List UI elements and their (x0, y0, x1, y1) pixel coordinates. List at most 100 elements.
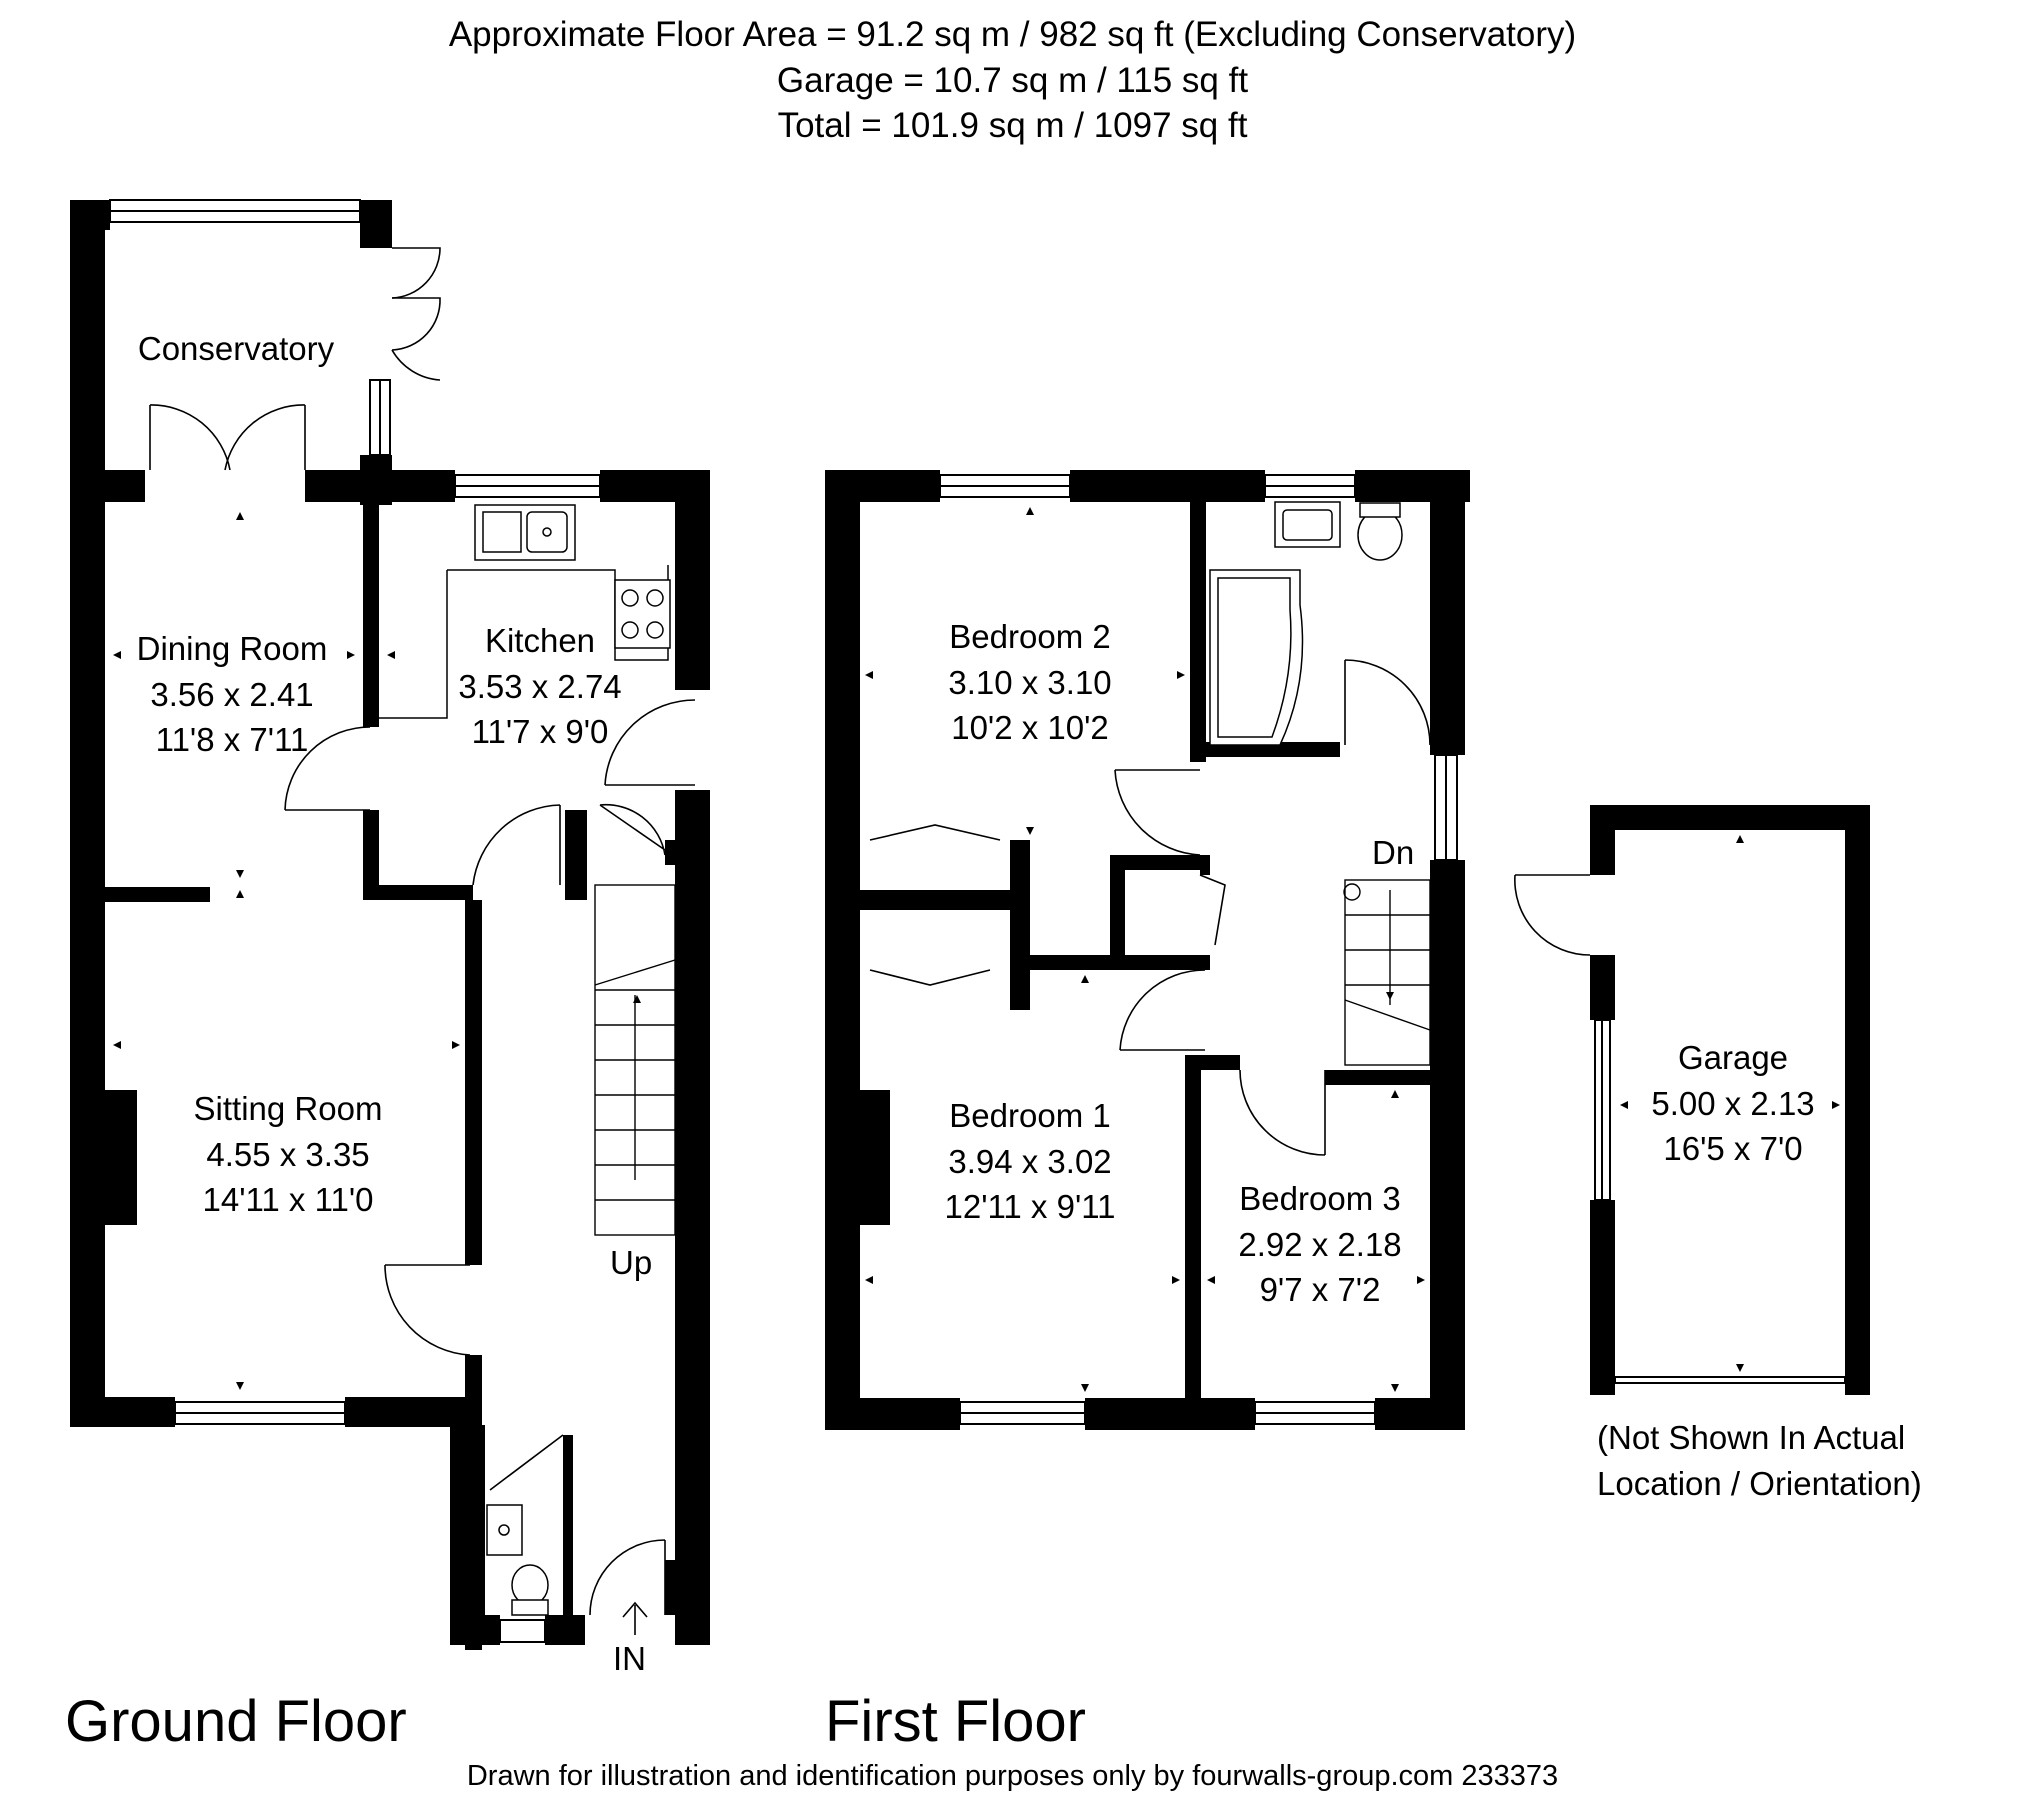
wall (360, 200, 392, 248)
door-swing (284, 726, 371, 811)
wall (70, 200, 105, 505)
door-swing (1239, 1069, 1326, 1156)
dim-marker (1620, 1101, 1628, 1109)
entrance-arrow (622, 1601, 648, 1635)
footer-credit: Drawn for illustration and identificatio… (466, 1760, 1559, 1792)
door-swing (1514, 874, 1591, 956)
wall (1030, 955, 1210, 970)
wc-toilet (511, 1564, 549, 1616)
wall (825, 470, 940, 502)
dim-marker (1081, 1384, 1089, 1392)
door-swing (391, 247, 441, 299)
wall (1325, 1070, 1440, 1085)
bedroom-3-metric: 2.92 x 2.18 (1238, 1226, 1402, 1263)
door-swing (149, 404, 231, 471)
wall (1110, 855, 1125, 955)
floor-area-line-1: Approximate Floor Area = 91.2 sq m / 982… (448, 15, 1577, 54)
window (499, 1619, 546, 1643)
door-swing (589, 1539, 666, 1616)
wall (1200, 1055, 1230, 1070)
bedroom-2-label: Bedroom 2 (949, 618, 1111, 655)
dim-marker (865, 1276, 873, 1284)
bedroom-2-metric: 3.10 x 3.10 (948, 664, 1112, 701)
wall (105, 470, 145, 502)
wall (1110, 855, 1210, 870)
dining-room-imperial: 11'8 x 7'11 (155, 721, 309, 758)
dim-marker (1177, 671, 1185, 679)
bedroom-1-imperial: 12'11 x 9'11 (944, 1188, 1116, 1225)
bedroom-3-label: Bedroom 3 (1239, 1180, 1401, 1217)
window (454, 474, 601, 498)
floor-area-line-2: Garage = 10.7 sq m / 115 sq ft (776, 61, 1249, 100)
dim-marker (1832, 1101, 1840, 1109)
wall (665, 840, 677, 865)
wall (825, 470, 860, 1430)
wall (1190, 502, 1206, 762)
garage-metric: 5.00 x 2.13 (1651, 1085, 1815, 1122)
dining-room-metric: 3.56 x 2.41 (150, 676, 314, 713)
door-swing (489, 1434, 564, 1491)
dim-marker (113, 1041, 121, 1049)
window (959, 1401, 1086, 1425)
wall (1430, 860, 1465, 1430)
floor-area-line-3: Total = 101.9 sq m / 1097 sq ft (777, 106, 1248, 145)
door-swing (391, 297, 441, 351)
wall (1070, 470, 1265, 502)
sitting-room-metric: 4.55 x 3.35 (206, 1136, 370, 1173)
wall (1590, 955, 1615, 1020)
door-swing (1114, 769, 1201, 856)
dim-marker (1207, 1276, 1215, 1284)
wall (1010, 840, 1030, 1010)
wall (563, 1435, 573, 1615)
bath (1209, 569, 1304, 746)
kitchen-sink (474, 504, 576, 561)
wall (825, 1398, 960, 1430)
wall (675, 790, 710, 1645)
dim-marker (865, 671, 873, 679)
kitchen-label: Kitchen (484, 622, 596, 659)
window (1254, 1401, 1376, 1425)
dim-marker (236, 890, 244, 898)
stairs-down-label: Dn (1372, 834, 1415, 871)
window (174, 1401, 346, 1425)
window (939, 474, 1071, 498)
dim-marker (236, 1382, 244, 1390)
wall (860, 905, 1018, 910)
garage-imperial: 16'5 x 7'0 (1663, 1130, 1803, 1167)
first-floor-title: First Floor (825, 1689, 1086, 1754)
door-swing (384, 1264, 471, 1356)
wall (70, 1397, 175, 1427)
wall (860, 890, 1018, 905)
door-swing (1119, 969, 1206, 1051)
dim-marker (347, 651, 355, 659)
dim-marker (1391, 1384, 1399, 1392)
wall (70, 470, 105, 1425)
hob (614, 579, 671, 649)
wall (1200, 855, 1210, 875)
garage-label: Garage (1677, 1039, 1789, 1076)
door-swing (472, 804, 561, 886)
ground-floor-title: Ground Floor (65, 1689, 407, 1754)
wc-basin (486, 1504, 523, 1556)
bedroom-1-label: Bedroom 1 (949, 1097, 1111, 1134)
garage-note-line-2: Location / Orientation) (1597, 1465, 1922, 1502)
wall (1375, 1398, 1465, 1430)
garage-note-line-1: (Not Shown In Actual (1597, 1419, 1906, 1456)
wardrobe-door (869, 824, 1001, 841)
wall (1430, 470, 1465, 755)
wall (345, 1397, 482, 1427)
dim-marker (1417, 1276, 1425, 1284)
wall (363, 810, 379, 900)
garage-door (1614, 1376, 1846, 1384)
dim-marker (113, 651, 121, 659)
kitchen-metric: 3.53 x 2.74 (458, 668, 622, 705)
wall (565, 810, 587, 900)
dining-room-label: Dining Room (136, 630, 328, 667)
sitting-room-label: Sitting Room (193, 1090, 383, 1127)
entrance-label: IN (613, 1640, 646, 1677)
door-swing (604, 699, 696, 786)
stairs-up-label: Up (610, 1244, 653, 1281)
wall (1590, 805, 1615, 875)
dim-marker (236, 870, 244, 878)
